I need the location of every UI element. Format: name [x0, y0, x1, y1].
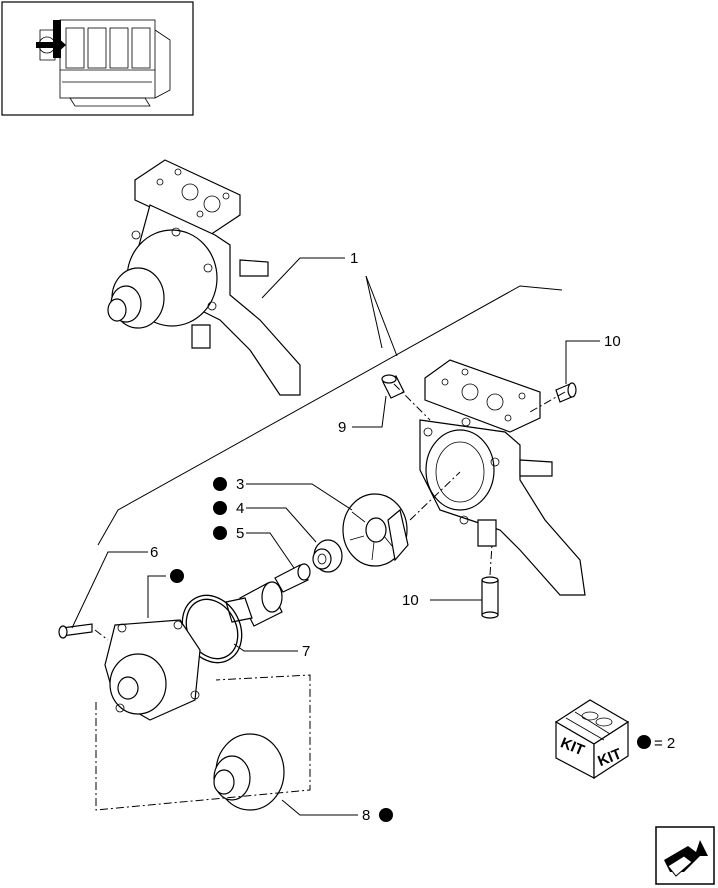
kit-dot-4 — [213, 501, 227, 515]
impeller-3 — [342, 493, 409, 567]
callout-9: 9 — [338, 419, 346, 436]
callout-leaders — [71, 257, 600, 816]
callout-6: 6 — [150, 544, 158, 561]
pulley-8 — [213, 733, 285, 811]
plug-9 — [381, 374, 405, 399]
kit-dot-5 — [213, 526, 227, 540]
screw-6 — [58, 623, 93, 639]
pump-body — [419, 359, 586, 596]
next-page-arrow-icon[interactable] — [655, 826, 715, 885]
kit-dot-3 — [213, 477, 227, 491]
callout-8: 8 — [362, 807, 370, 824]
callout-labels: 1 3 4 5 6 7 8 9 10 10 — [150, 250, 621, 824]
callout-10-upper: 10 — [604, 333, 621, 350]
callout-4: 4 — [236, 500, 244, 517]
callout-3: 3 — [236, 476, 244, 493]
callout-1: 1 — [350, 250, 358, 267]
shaft-bearing-5 — [225, 563, 311, 627]
kit-legend-text: = 2 — [654, 735, 675, 752]
seal-4 — [312, 539, 343, 573]
separator-lines — [94, 275, 566, 811]
callout-10-lower: 10 — [402, 592, 419, 609]
kit-legend-dot — [637, 735, 651, 749]
tube-10-lower — [481, 576, 499, 619]
kit-marker-dots — [170, 477, 393, 822]
callout-5: 5 — [236, 525, 244, 542]
water-pump-assembly — [107, 159, 301, 396]
plug-10-upper — [555, 382, 577, 403]
kit-dot-cover — [170, 569, 184, 583]
callout-7: 7 — [302, 643, 310, 660]
engine-thumbnail-icon[interactable] — [1, 1, 194, 116]
kit-dot-8 — [379, 808, 393, 822]
pump-cover — [104, 619, 201, 721]
kit-box-icon: KIT KIT — [554, 699, 630, 780]
